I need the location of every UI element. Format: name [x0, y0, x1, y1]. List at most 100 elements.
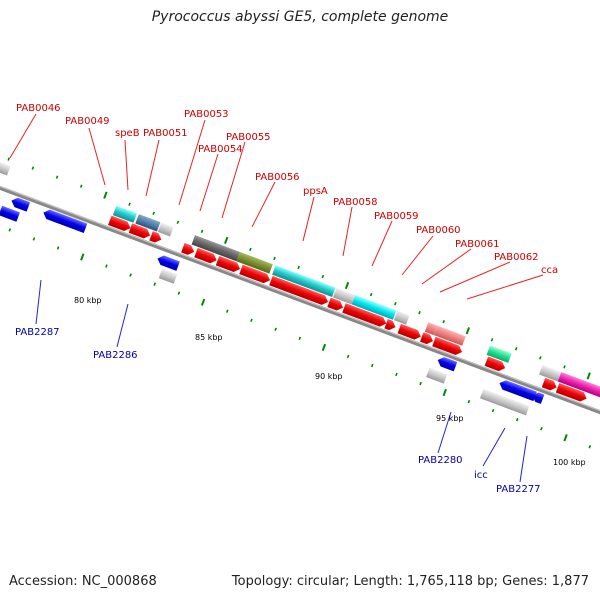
scale-tick [128, 202, 131, 206]
scale-tick [346, 354, 350, 359]
scale-tick [395, 372, 398, 377]
scale-tick [539, 356, 542, 360]
scale-tick [344, 281, 350, 290]
scale-tick [224, 236, 229, 245]
scale-tick [129, 273, 132, 277]
label-ppsa: ppsA [303, 186, 328, 197]
scale-tick [297, 265, 300, 270]
cds-forward [420, 332, 433, 345]
map-title: Pyrococcus abyssi GE5, complete genome [151, 9, 449, 25]
scale-tick [153, 282, 157, 286]
label-pab0060: PAB0060 [416, 225, 461, 236]
cds-forward [149, 231, 162, 243]
scale-tick [515, 417, 519, 422]
gene-pab0060 [424, 322, 438, 336]
scale-label-95: 95 kbp [436, 414, 464, 423]
scale-tick [80, 253, 85, 261]
label-pab0059: PAB0059 [374, 211, 419, 222]
scale-tick [176, 220, 180, 224]
gene-pab0053 [191, 235, 241, 262]
scale-tick [7, 157, 10, 161]
cds-forward [269, 275, 329, 305]
gene-pab0058 [351, 295, 397, 320]
cds-reverse [0, 205, 20, 222]
forward-cds-row [108, 215, 587, 402]
cds-forward [397, 323, 421, 340]
scale-tick [588, 445, 592, 449]
scale-tick [540, 427, 543, 431]
cds-forward [541, 377, 557, 391]
label-pab0049: PAB0049 [65, 116, 110, 127]
scale-tick [31, 166, 35, 170]
scale-tick [274, 327, 277, 331]
cds-reverse [11, 197, 31, 212]
scale-tick [250, 318, 253, 322]
forward-feature-row [0, 156, 600, 399]
cds-forward [342, 303, 387, 327]
scale-tick [394, 301, 397, 306]
scale-label-90: 90 kbp [315, 372, 343, 381]
scale-tick [177, 291, 181, 295]
gene-pab2280 [426, 367, 448, 384]
gene-cca [539, 365, 562, 382]
gene-pab0051 [157, 222, 174, 237]
cds-reverse [499, 380, 537, 402]
scale-tick [152, 211, 155, 215]
label-pab2287: PAB2287 [15, 327, 60, 338]
scale-tick [369, 292, 373, 297]
reverse-cds-row [0, 197, 545, 404]
scale-tick [442, 388, 447, 397]
forward-leader-lines [9, 113, 544, 300]
scale-tick [418, 310, 421, 315]
gene-ppsa [333, 288, 356, 305]
scale-tick [491, 408, 495, 413]
scale-tick [514, 347, 518, 351]
scale-tick [321, 343, 327, 352]
label-pab0055: PAB0055 [226, 132, 271, 143]
scale-tick [442, 320, 445, 324]
scale-tick [419, 381, 422, 386]
gene-pab0056 [272, 265, 336, 298]
genome-stats-text: Topology: circular; Length: 1,765,118 bp… [231, 574, 589, 589]
scale-label-85: 85 kbp [195, 333, 223, 342]
label-pab0061: PAB0061 [455, 239, 500, 250]
cds-reverse [157, 255, 180, 271]
gene-speb [135, 214, 161, 232]
scale-tick [105, 264, 108, 268]
reverse-gene-labels: PAB2287 PAB2286 PAB2280 icc PAB2277 [15, 327, 541, 495]
gene-pab0061 [434, 325, 466, 346]
gene-pab0046 [0, 156, 11, 176]
label-pab0054: PAB0054 [198, 144, 243, 155]
scale-tick [321, 274, 325, 279]
scale-tick [200, 229, 204, 234]
scale-tick [225, 309, 229, 313]
cds-forward [194, 247, 217, 264]
gene-pab0062 [486, 345, 512, 363]
scale-tick [586, 372, 591, 380]
cds-forward [128, 223, 151, 239]
gene-magenta [557, 372, 600, 399]
cds-forward [384, 318, 396, 331]
label-speb: speB [115, 128, 140, 139]
label-pab0046: PAB0046 [16, 103, 61, 114]
scale-label-100: 100 kbp [553, 458, 586, 467]
reverse-feature-row [158, 268, 530, 416]
label-pab0062: PAB0062 [494, 252, 539, 263]
cds-forward [555, 383, 587, 402]
label-pab0056: PAB0056 [255, 172, 300, 183]
reverse-leader-lines [35, 279, 528, 483]
forward-gene-labels: PAB0046 PAB0049 speB PAB0051 PAB0053 PAB… [16, 103, 558, 276]
scale-tick [103, 191, 108, 199]
scale-tick [465, 327, 471, 335]
gene-pab0054 [236, 251, 273, 274]
cds-reverse [532, 392, 545, 404]
gene-pab2277 [479, 388, 530, 416]
scale-tick [563, 434, 568, 442]
scale-tick [249, 247, 252, 252]
cds-forward [327, 297, 344, 311]
cds-forward [484, 356, 506, 372]
scale-tick [55, 175, 59, 179]
cds-forward [108, 215, 131, 232]
